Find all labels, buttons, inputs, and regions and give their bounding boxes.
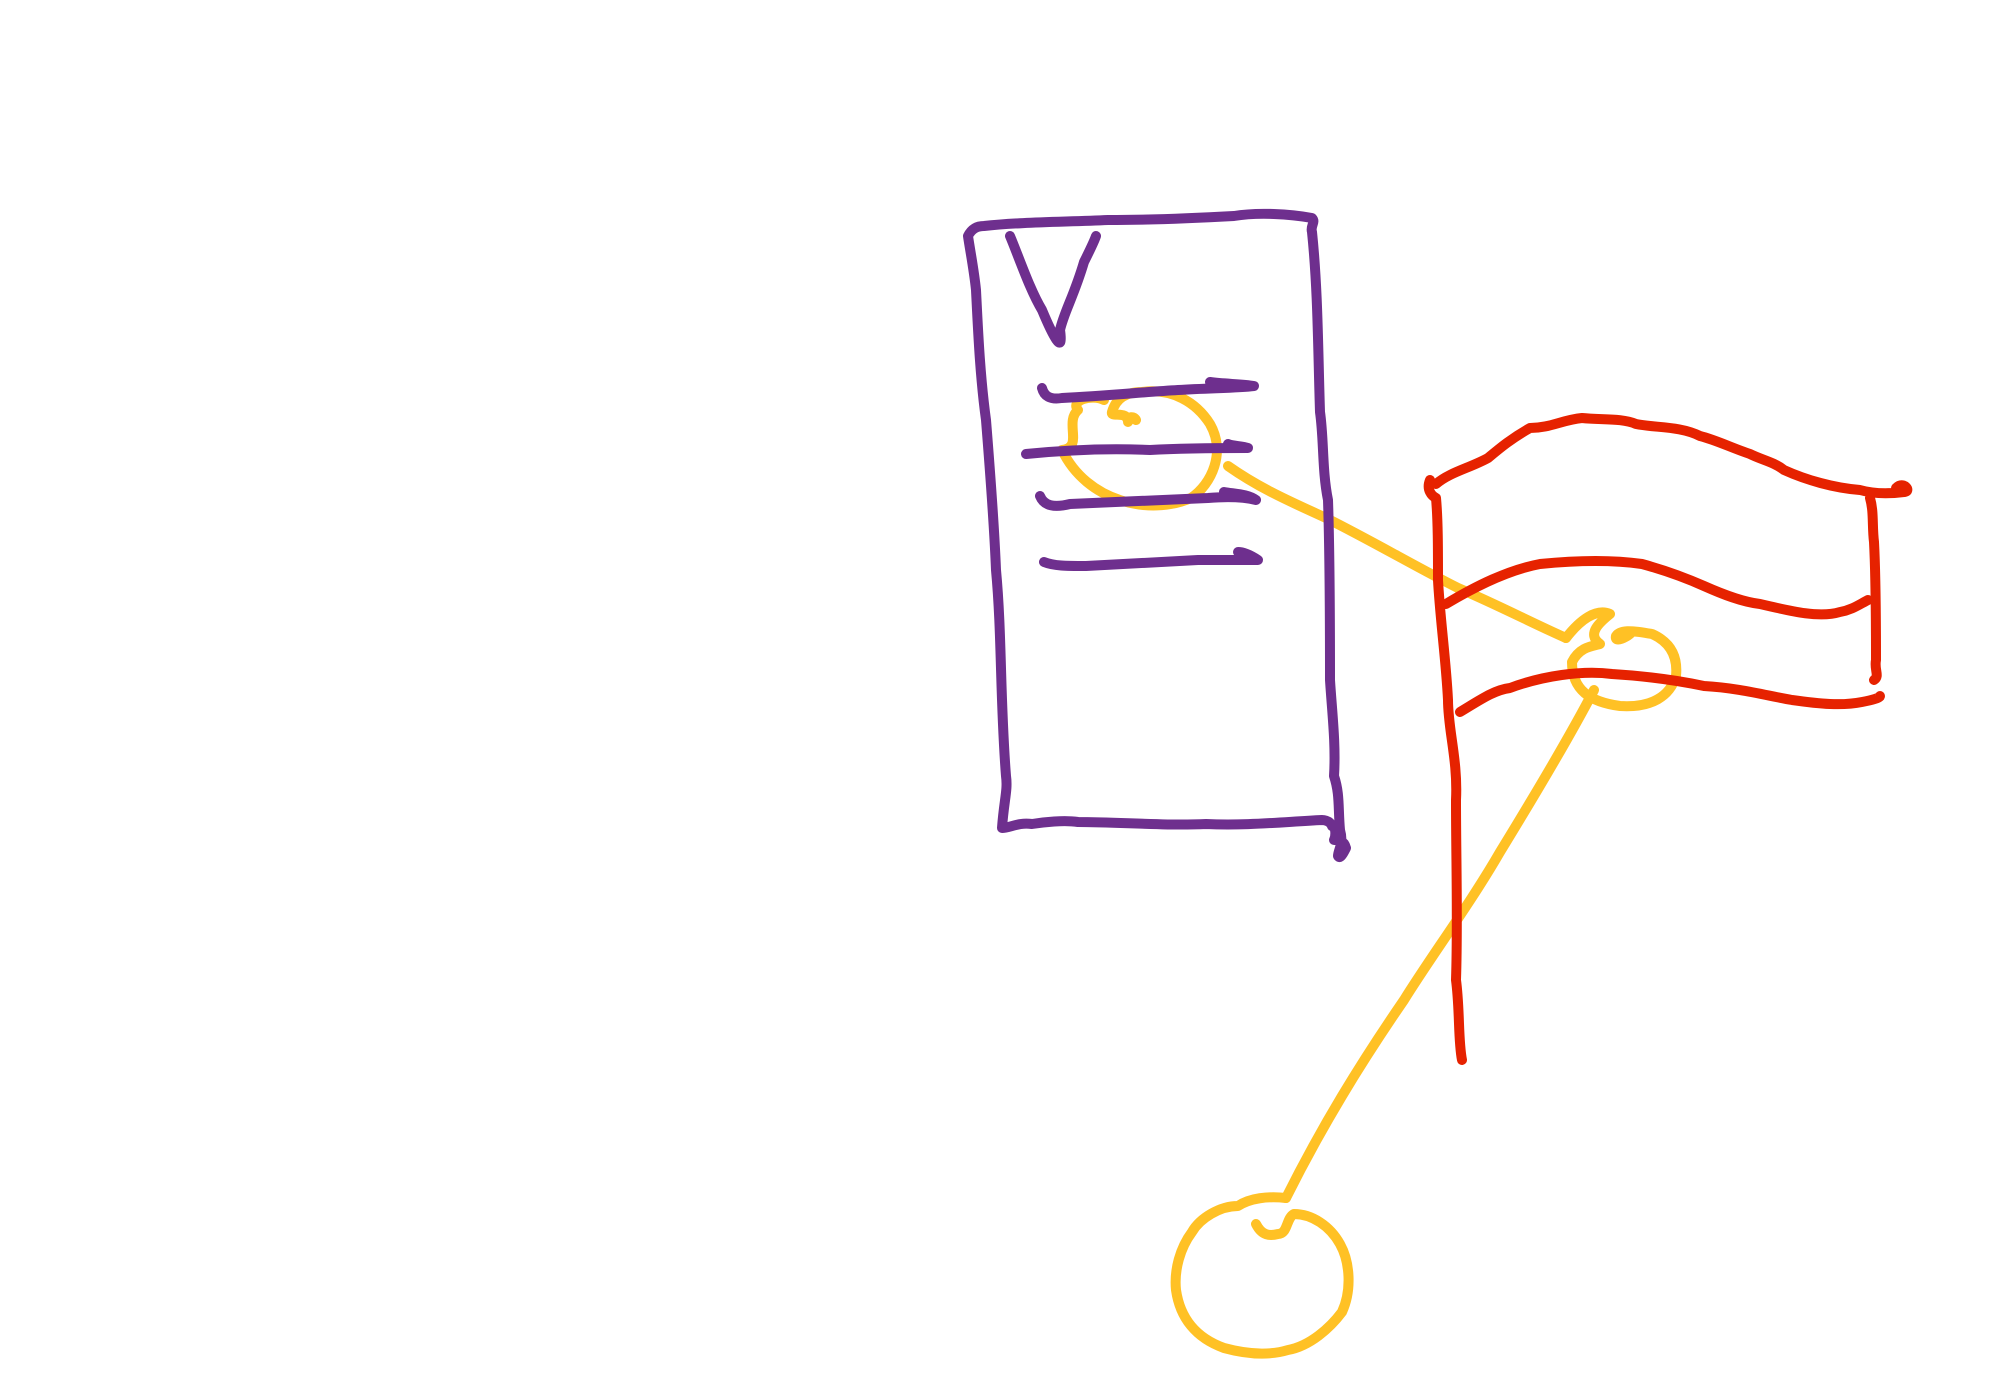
- document-line-4: [1039, 547, 1263, 571]
- document-icon: [963, 208, 1351, 862]
- flag-pole: [1423, 475, 1467, 1065]
- link-connector: [1057, 386, 1682, 1359]
- document-line-3: [1035, 487, 1261, 511]
- flag-middle-band: [1441, 556, 1873, 620]
- document-fold: [1005, 231, 1101, 348]
- document-line-2: [1021, 439, 1253, 459]
- flag-top-edge: [1431, 413, 1913, 499]
- connector-node-bottom: [1170, 1192, 1354, 1359]
- flag-fly-edge: [1865, 493, 1882, 685]
- flag-bottom-edge: [1455, 667, 1885, 717]
- connector-line-upper: [1223, 461, 1571, 643]
- document-line-1: [1037, 377, 1259, 404]
- document-outline: [963, 208, 1351, 862]
- connector-node-top: [1057, 386, 1222, 511]
- flag-icon: [1423, 413, 1913, 1065]
- connector-line-lower: [1281, 685, 1599, 1203]
- connector-node-right: [1561, 607, 1682, 712]
